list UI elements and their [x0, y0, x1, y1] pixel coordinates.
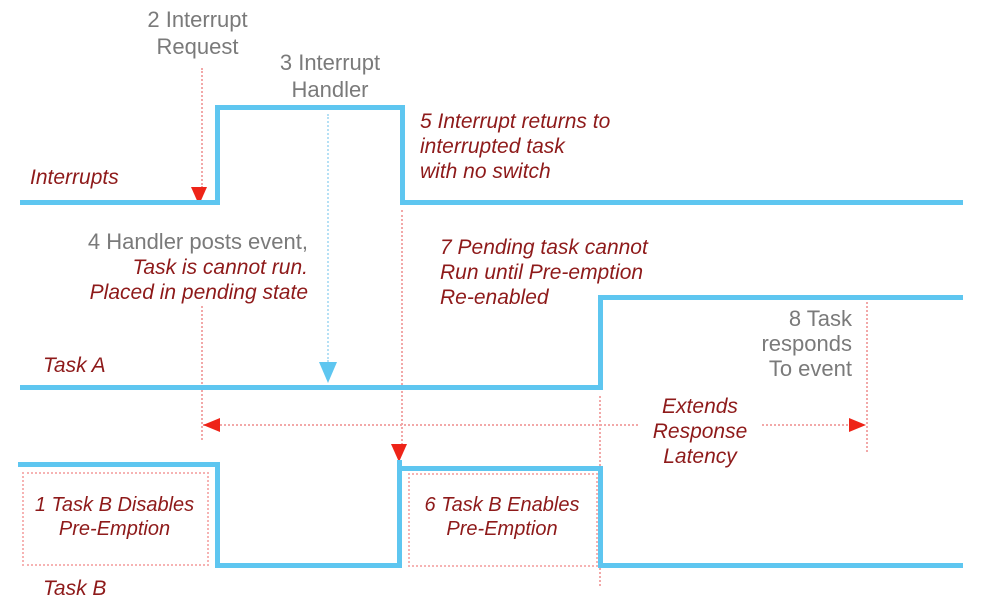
latency-right-arrow-icon: [849, 418, 866, 432]
annotation-disable-preemption: 1 Task B Disables Pre-Emption: [34, 494, 195, 540]
annotation-interrupt-handler: 3 Interrupt Handler: [279, 50, 381, 102]
task-a-wave-high: [598, 295, 963, 300]
guide-line-interrupt-request-upper: [201, 68, 203, 188]
guide-line-interrupt-request-lower: [201, 306, 203, 440]
annotation-interrupt-returns: 5 Interrupt returns to interrupted task …: [420, 110, 611, 183]
task-b-wave-fall-right: [598, 466, 603, 568]
latency-span-line-left: [203, 424, 638, 426]
interrupts-wave-fall: [400, 105, 405, 205]
annotation-handler-posts-event-title: 4 Handler posts event,: [87, 229, 308, 254]
enable-preemption-box: [408, 473, 598, 567]
annotation-interrupt-request: 2 Interrupt Request: [147, 7, 248, 59]
guide-line-task-responds: [866, 302, 868, 452]
annotation-handler-posts-event-detail: Task is cannot run. Placed in pending st…: [89, 256, 308, 304]
task-a-wave-rise: [598, 295, 603, 390]
task-b-wave-high-left: [18, 462, 220, 467]
task-b-wave-fall-left: [215, 462, 220, 568]
task-b-wave-rise: [397, 460, 402, 568]
annotation-task-responds: 8 Task responds To event: [761, 306, 852, 381]
enable-preemption-arrow-icon: [391, 444, 407, 462]
task-b-label: Task B: [43, 577, 107, 600]
task-b-wave-low-mid: [215, 563, 402, 568]
interrupts-label: Interrupts: [30, 166, 119, 189]
annotation-enable-preemption: 6 Task B Enables Pre-Emption: [424, 494, 580, 540]
guide-line-handler-post-event: [327, 114, 329, 362]
interrupts-wave-rise: [215, 105, 220, 205]
task-a-wave-low: [20, 385, 603, 390]
interrupts-wave-low-right: [400, 200, 963, 205]
guide-line-interrupt-return: [401, 210, 403, 445]
task-a-label: Task A: [43, 354, 106, 377]
task-b-wave-low-right: [598, 563, 963, 568]
interrupts-wave-high: [215, 105, 405, 110]
interrupts-wave-low-left: [20, 200, 218, 205]
annotation-handler-posts-event: 4 Handler posts event, Task is cannot ru…: [40, 228, 308, 305]
latency-span-line-right: [762, 424, 848, 426]
handler-post-arrow-icon: [319, 362, 337, 383]
disable-preemption-box: [22, 472, 209, 566]
latency-label: Extends Response Latency: [652, 395, 748, 468]
task-b-wave-high-right: [397, 466, 603, 471]
annotation-pending-task: 7 Pending task cannot Run until Pre-empt…: [440, 236, 648, 309]
latency-left-arrow-icon: [203, 418, 220, 432]
